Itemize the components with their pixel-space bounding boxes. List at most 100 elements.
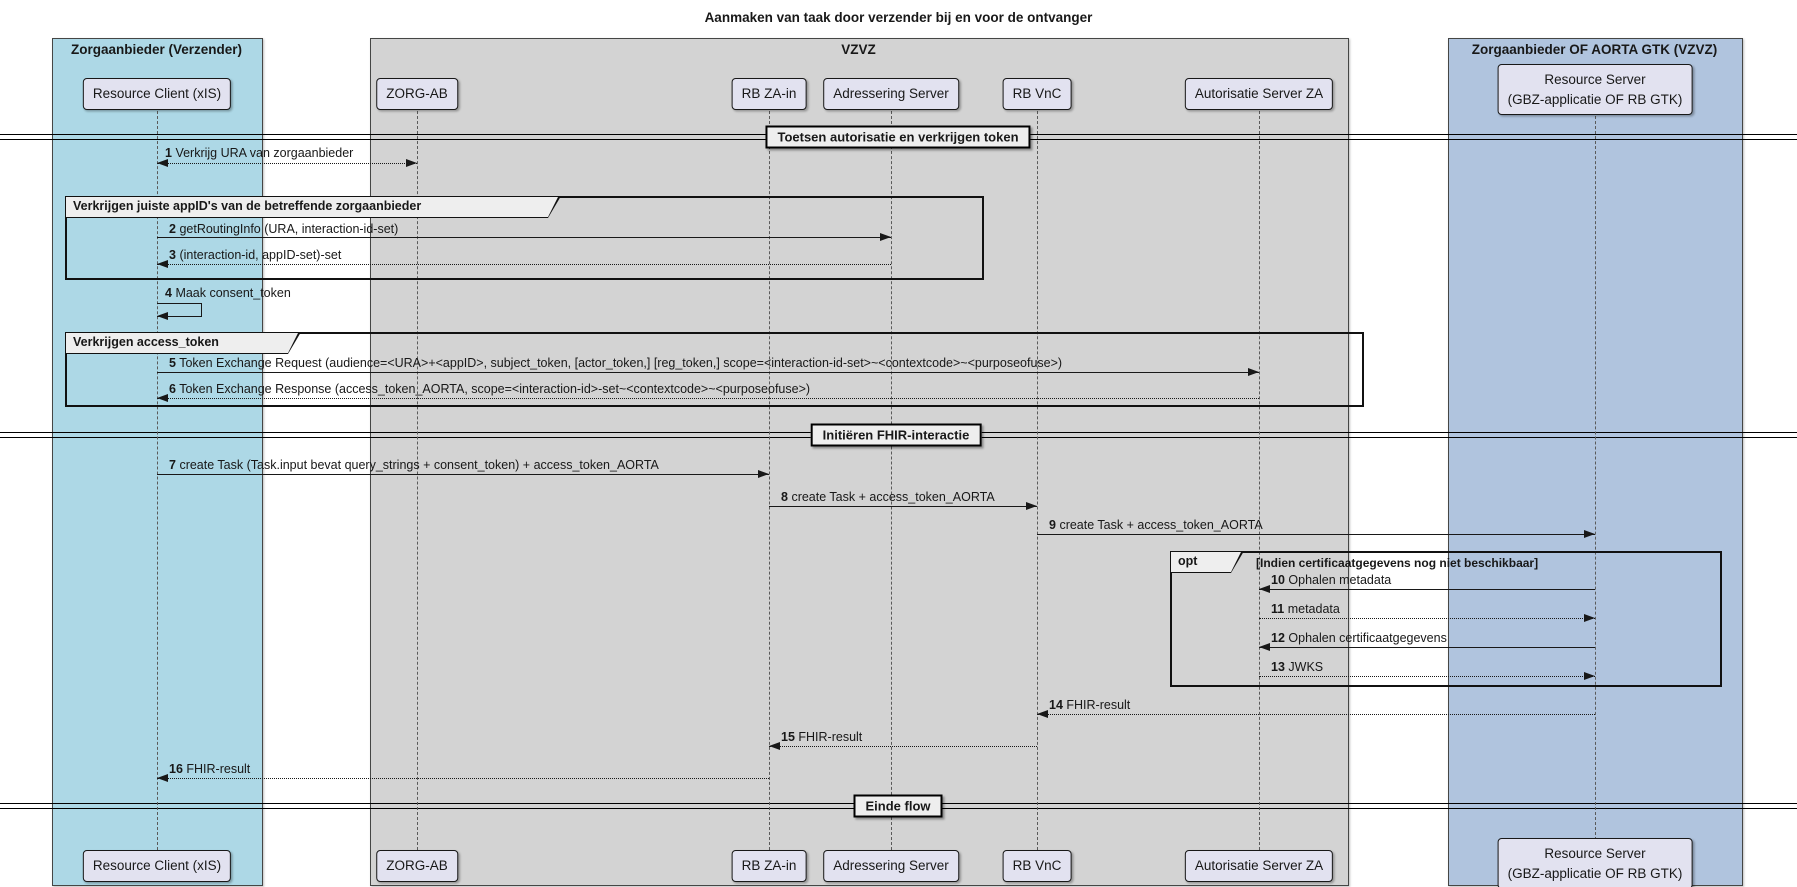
arrowhead-right [406,159,417,167]
arrowhead-left [157,312,168,320]
message-2-line [157,237,891,238]
message-text: create Task (Task.input bevat query_stri… [179,458,659,472]
message-12-label: 12 Ophalen certificaatgegevens [1271,631,1447,645]
message-text: metadata [1287,602,1340,616]
lifeline-resource-client [157,106,158,850]
message-7-line [157,474,769,475]
participant-resource-client-bottom: Resource Client (xIS) [82,850,232,882]
message-text: create Task + access_token_AORTA [791,490,995,504]
opt-tab-fill [1171,552,1243,572]
message-14-label: 14 FHIR-result [1049,698,1130,712]
message-text: JWKS [1288,660,1324,674]
message-text: Ophalen certificaatgegevens [1288,631,1447,645]
lifeline-rb-za-in [769,106,770,850]
message-6-line [157,398,1259,399]
message-number: 4 [165,286,172,300]
arrowhead-left [157,159,168,167]
message-15-line [769,746,1037,747]
arrowhead-left [1037,710,1048,718]
message-text: FHIR-result [1066,698,1131,712]
message-text: create Task + access_token_AORTA [1059,518,1263,532]
participant-autorisatie-server-za: Autorisatie Server ZA [1184,78,1334,110]
message-4-label: 4 Maak consent_token [165,286,291,300]
message-6-label: 6 Token Exchange Response (access_token_… [169,382,810,396]
message-text: Maak consent_token [175,286,291,300]
message-number: 1 [165,146,172,160]
message-10-label: 10 Ophalen metadata [1271,573,1391,587]
message-13-line [1259,676,1595,677]
message-text: FHIR-result [186,762,251,776]
participant-zorg-ab: ZORG-AB [376,78,458,110]
participant-rb-vnc-bottom: RB VnC [1002,850,1072,882]
message-number: 13 [1271,660,1285,674]
message-number: 14 [1049,698,1063,712]
message-number: 3 [169,248,176,262]
participant-adressering-server-bottom: Adressering Server [823,850,959,882]
divider-toetsen-autorisatie: Toetsen autorisatie en verkrijgen token [765,125,1031,149]
message-text: FHIR-result [798,730,863,744]
message-2-label: 2 getRoutingInfo (URA, interaction-id-se… [169,222,398,236]
participant-zorg-ab-bottom: ZORG-AB [376,850,458,882]
lifeline-rb-vnc [1037,106,1038,850]
message-7-label: 7 create Task (Task.input bevat query_st… [169,458,659,472]
message-14-line [1037,714,1595,715]
message-16-line [157,778,769,779]
message-8-line [769,506,1037,507]
lifeline-autorisatie-server-za [1259,106,1260,850]
arrowhead-left [157,774,168,782]
message-12-line [1259,647,1595,648]
group-tab: Verkrijgen access_token [65,332,301,354]
group-tab-fill [66,333,300,353]
lifeline-resource-server [1595,106,1596,850]
message-number: 6 [169,382,176,396]
message-number: 11 [1271,602,1285,616]
message-8-label: 8 create Task + access_token_AORTA [781,490,995,504]
participant-autorisatie-server-za-bottom: Autorisatie Server ZA [1184,850,1334,882]
participant-adressering-server: Adressering Server [823,78,959,110]
message-4-line [157,303,202,304]
message-11-line [1259,618,1595,619]
group-title: Verkrijgen access_token [73,335,219,349]
divider-einde-flow: Einde flow [853,794,943,818]
message-5-line [157,372,1259,373]
message-1-label: 1 Verkrijg URA van zorgaanbieder [165,146,353,160]
arrowhead-left [1259,585,1270,593]
arrowhead-right [1584,614,1595,622]
message-4-line [201,303,202,316]
group-tab-fill [66,197,560,217]
group-tab: Verkrijgen juiste appID's van de betreff… [65,196,561,218]
frame-sender-label: Zorgaanbieder (Verzender) [70,42,243,57]
message-13-label: 13 JWKS [1271,660,1323,674]
arrowhead-left [157,394,168,402]
group-verkrijgen-appids: Verkrijgen juiste appID's van de betreff… [65,196,984,280]
message-number: 7 [169,458,176,472]
frame-vzvz [370,38,1349,886]
message-text: Token Exchange Response (access_token_AO… [179,382,811,396]
participant-resource-server: Resource Server (GBZ-applicatie OF RB GT… [1497,64,1693,116]
arrowhead-right [1026,502,1037,510]
arrowhead-right [1248,368,1259,376]
opt-tab: opt [1170,551,1244,573]
lifeline-zorg-ab [417,106,418,850]
message-text: Ophalen metadata [1288,573,1392,587]
message-number: 8 [781,490,788,504]
participant-resource-client: Resource Client (xIS) [82,78,232,110]
arrowhead-right [1584,672,1595,680]
message-1-line [157,163,417,164]
arrowhead-left [157,260,168,268]
message-text: getRoutingInfo (URA, interaction-id-set) [179,222,399,236]
message-text: (interaction-id, appID-set)-set [179,248,342,262]
arrowhead-right [1584,530,1595,538]
message-3-label: 3 (interaction-id, appID-set)-set [169,248,341,262]
message-number: 15 [781,730,795,744]
arrowhead-right [758,470,769,478]
message-number: 12 [1271,631,1285,645]
opt-guard: [Indien certificaatgegevens nog niet bes… [1256,556,1539,570]
message-number: 10 [1271,573,1285,587]
message-15-label: 15 FHIR-result [781,730,862,744]
participant-resource-server-bottom: Resource Server (GBZ-applicatie OF RB GT… [1497,838,1693,887]
group-verkrijgen-access-token: Verkrijgen access_token [65,332,1364,407]
message-3-line [157,264,891,265]
message-11-label: 11 metadata [1271,602,1340,616]
participant-rb-za-in-bottom: RB ZA-in [731,850,807,882]
